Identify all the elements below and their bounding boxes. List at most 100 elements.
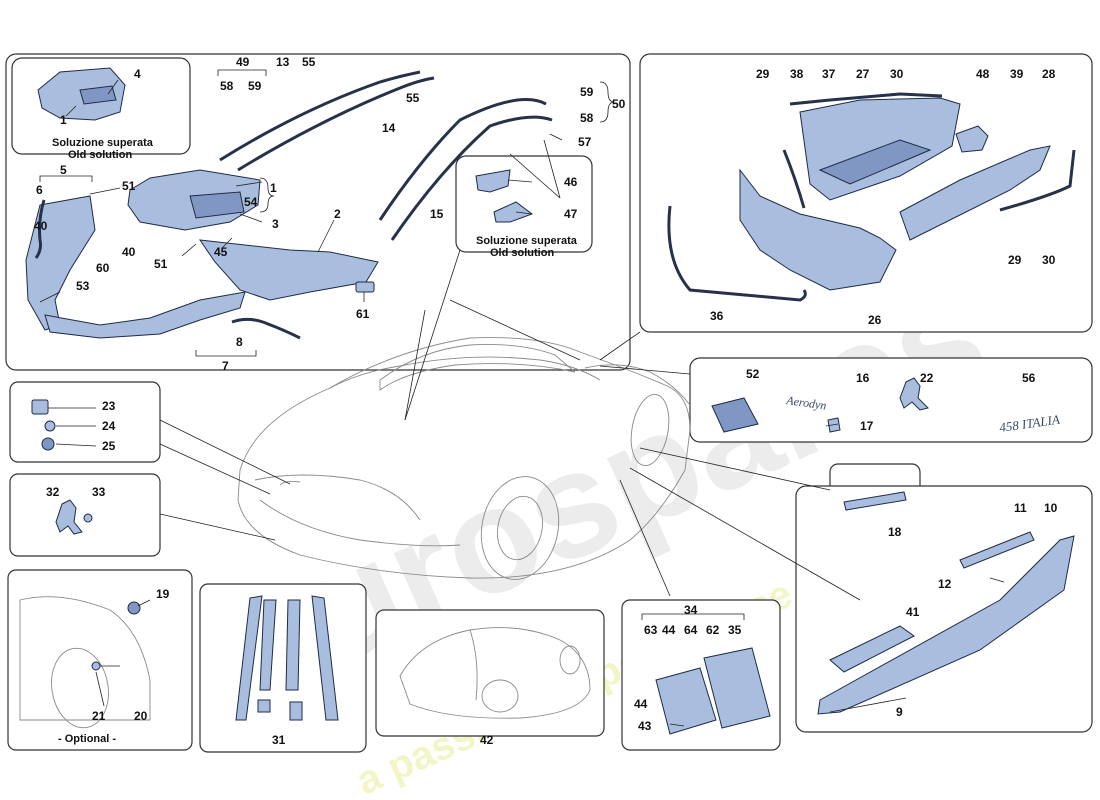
callout-44: 44: [662, 623, 676, 637]
sill-parts: [817, 531, 1075, 715]
callout-24: 24: [102, 419, 116, 433]
callout-38: 38: [790, 67, 804, 81]
callout-58b: 58: [580, 111, 594, 125]
callout-9: 9: [896, 705, 903, 719]
sill-10: [817, 535, 1075, 715]
windscreen-trim-58: [219, 70, 421, 162]
callout-4: 4: [134, 67, 141, 81]
cover-insert-3: [189, 191, 245, 219]
seal-8: [231, 317, 301, 340]
callout-63: 63: [644, 623, 658, 637]
old-solution-it-2: Soluzione superata: [476, 235, 578, 247]
lower-trim-7: [44, 291, 246, 339]
callout-55b: 55: [406, 91, 420, 105]
clip-19: [127, 601, 141, 615]
stripe-2: [259, 599, 277, 691]
mat-right: [703, 647, 771, 729]
callout-5: 5: [60, 163, 67, 177]
callout-52: 52: [746, 367, 760, 381]
leader-lines: [39, 79, 1005, 727]
badge-52: [711, 397, 759, 433]
callout-53: 53: [76, 279, 90, 293]
panel-front-badge: [9, 381, 161, 463]
engine-grille: [818, 139, 932, 185]
callout-33: 33: [92, 485, 106, 499]
stripe-tip-1: [257, 699, 271, 713]
callout-2: 2: [334, 207, 341, 221]
callout-3: 3: [272, 217, 279, 231]
callout-28: 28: [1042, 67, 1056, 81]
callout-32: 32: [46, 485, 60, 499]
bay-panel-26: [739, 168, 897, 291]
callout-26: 26: [868, 313, 882, 327]
callout-10: 10: [1044, 501, 1058, 515]
front-badge-23: [31, 399, 49, 415]
callout-40b: 40: [122, 245, 136, 259]
horse-badge-22: [899, 377, 929, 411]
callout-45: 45: [214, 245, 228, 259]
callout-42: 42: [480, 733, 494, 747]
callout-49: 49: [236, 55, 250, 69]
callout-54: 54: [244, 195, 258, 209]
callout-19: 19: [156, 587, 170, 601]
pillar-trim-55: [390, 115, 553, 241]
pillar-trim-14: [378, 98, 547, 221]
nut-25: [41, 437, 55, 451]
stripes-parts: [235, 595, 339, 721]
callout-39: 39: [1010, 67, 1024, 81]
callout-56: 56: [1022, 371, 1036, 385]
callout-62: 62: [706, 623, 720, 637]
callout-13: 13: [276, 55, 290, 69]
panel-car-top: [375, 609, 605, 737]
callout-58: 58: [220, 79, 234, 93]
washer-24: [44, 420, 56, 432]
captions: Soluzione superata Old solution Soluzion…: [52, 137, 578, 745]
callout-36: 36: [710, 309, 724, 323]
interior-trim-parts: [25, 67, 553, 340]
callout-50: 50: [612, 97, 626, 111]
old-solution-en-1: Old solution: [68, 149, 132, 161]
callout-1b: 1: [270, 181, 277, 195]
side-trim-5: [25, 195, 96, 331]
panel-badges: [689, 357, 1093, 443]
callout-31: 31: [272, 733, 286, 747]
callout-46: 46: [564, 175, 578, 189]
callout-7: 7: [222, 359, 229, 373]
part-46: [475, 169, 511, 193]
old-solution-en-2: Old solution: [490, 247, 554, 259]
callout-34: 34: [684, 603, 698, 617]
callout-44b: 44: [634, 697, 648, 711]
callout-14: 14: [382, 121, 396, 135]
callout-27: 27: [856, 67, 870, 81]
callout-29b: 29: [1008, 253, 1022, 267]
seal-36: [667, 205, 807, 302]
bay-trim-28: [899, 145, 1051, 241]
callout-51b: 51: [154, 257, 168, 271]
small-badges: [31, 399, 907, 535]
script-badge-18: [843, 491, 907, 511]
callout-17: 17: [860, 419, 874, 433]
callout-59: 59: [248, 79, 262, 93]
callout-16: 16: [856, 371, 870, 385]
callout-41: 41: [906, 605, 920, 619]
callout-40: 40: [34, 219, 48, 233]
callout-43: 43: [638, 719, 652, 733]
optional-caption: - Optional -: [58, 733, 116, 745]
dash-trim-2: [198, 239, 379, 301]
sill-trim-11: [959, 531, 1035, 569]
bracket-39: [955, 125, 989, 153]
callout-25: 25: [102, 439, 116, 453]
stripe-tip-2: [289, 701, 303, 721]
old-cover-insert: [79, 85, 117, 105]
clip-61: [355, 281, 375, 293]
callout-20: 20: [134, 709, 148, 723]
callout-59b: 59: [580, 85, 594, 99]
callout-22: 22: [920, 371, 934, 385]
callout-18: 18: [888, 525, 902, 539]
part-47: [493, 201, 534, 223]
callout-30b: 30: [1042, 253, 1056, 267]
callout-51: 51: [122, 179, 136, 193]
callout-21: 21: [92, 709, 106, 723]
optional-parts: [19, 596, 151, 729]
callout-60: 60: [96, 261, 110, 275]
